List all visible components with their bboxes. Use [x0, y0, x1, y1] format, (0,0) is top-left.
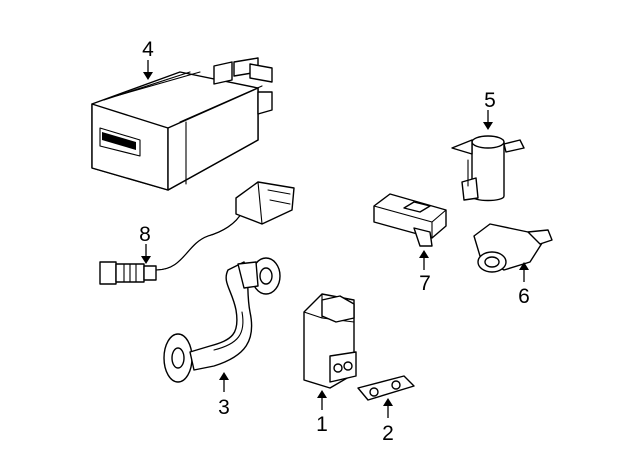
part-3-hose	[163, 257, 281, 383]
part-4-canister	[91, 57, 273, 191]
callout-5: 5	[484, 89, 496, 112]
part-2-gasket	[357, 375, 415, 401]
part-6-connector	[473, 223, 553, 273]
callout-6: 6	[518, 285, 530, 308]
callout-8: 8	[139, 223, 151, 246]
callout-leaders	[141, 60, 529, 418]
callout-7: 7	[419, 272, 431, 295]
callout-3: 3	[218, 396, 230, 419]
part-8-sensor-harness	[99, 181, 295, 285]
part-1-purge-valve	[303, 293, 357, 389]
part-5-solenoid	[451, 135, 525, 202]
part-7-sensor	[373, 193, 447, 247]
callout-4: 4	[142, 38, 154, 61]
callout-2: 2	[382, 422, 394, 445]
callout-1: 1	[316, 413, 328, 436]
